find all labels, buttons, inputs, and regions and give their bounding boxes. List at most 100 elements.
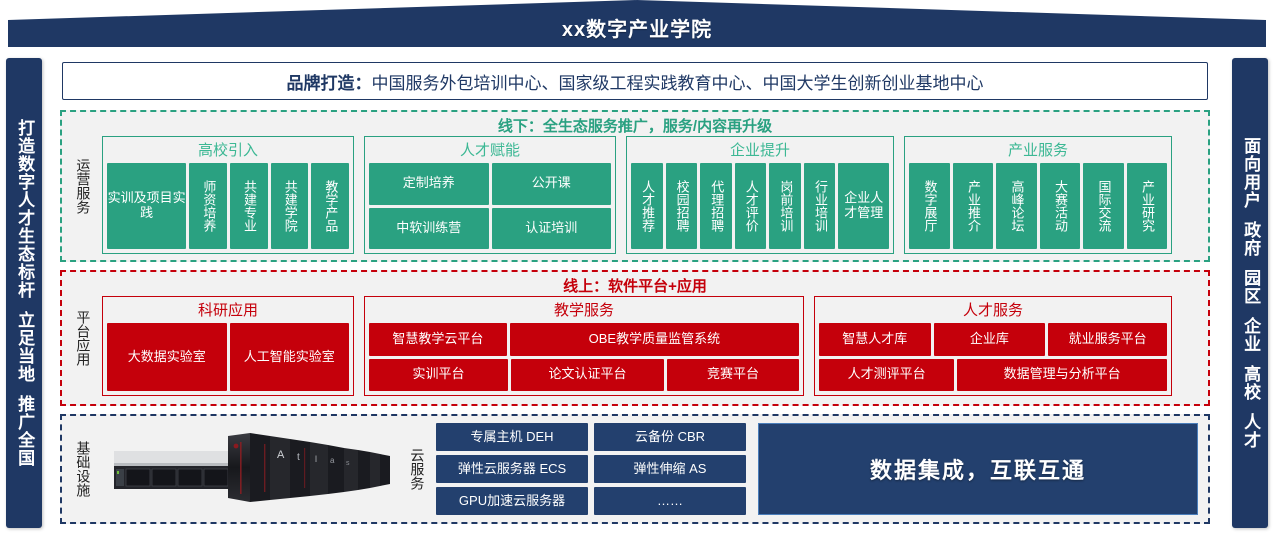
chip-qiye-rencai-guanli[interactable]: 企业人才管理 xyxy=(838,163,889,249)
svg-text:l: l xyxy=(315,454,317,464)
group-row: 定制培养 公开课 xyxy=(369,163,611,205)
group-teaching-service: 教学服务 智慧教学云平台 OBE教学质量监管系统 实训平台 论文认证平台 竞赛平… xyxy=(364,296,804,396)
chip-more[interactable]: …… xyxy=(594,487,746,515)
chip-gaofeng-luntan[interactable]: 高峰论坛 xyxy=(996,163,1037,249)
chip-gangqian-peixun[interactable]: 岗前培训 xyxy=(769,163,801,249)
group-title: 人才服务 xyxy=(962,302,1023,319)
chip-deh[interactable]: 专属主机 DEH xyxy=(436,423,588,451)
group-research-apps: 科研应用 大数据实验室 人工智能实验室 xyxy=(102,296,354,396)
group-body: 大数据实验室 人工智能实验室 xyxy=(103,323,353,395)
atlas-cabinet-icon: A t l a s xyxy=(228,433,390,502)
chip-smart-talent-pool[interactable]: 智慧人才库 xyxy=(819,323,931,356)
group-row: 智慧教学云平台 OBE教学质量监管系统 xyxy=(369,323,799,356)
svg-text:A: A xyxy=(277,449,285,461)
chip-as[interactable]: 弹性伸缩 AS xyxy=(594,455,746,483)
brand-text: 中国服务外包培训中心、国家级工程实践教育中心、中国大学生创新创业基地中心 xyxy=(371,73,984,93)
cloud-service-grid: 专属主机 DEH 弹性云服务器 ECS GPU加速云服务器 云备份 CBR 弹性… xyxy=(432,420,752,518)
group-title: 人才赋能 xyxy=(459,142,520,159)
chip-shixun-xiangmu[interactable]: 实训及项目实践 xyxy=(107,163,187,249)
chip-gongkaike[interactable]: 公开课 xyxy=(491,163,611,205)
group-body: 智慧教学云平台 OBE教学质量监管系统 实训平台 论文认证平台 竞赛平台 xyxy=(365,323,803,395)
chip-guoji-jiaoliu[interactable]: 国际交流 xyxy=(1083,163,1124,249)
group-body: 人才推荐 校园招聘 代理招聘 人才评价 岗前培训 行业培训 企业人才管理 xyxy=(627,163,893,253)
chip-cbr[interactable]: 云备份 CBR xyxy=(594,423,746,451)
online-heading: 线上：软件平台+应用 xyxy=(563,278,707,295)
offline-rail-label: 运营服务 xyxy=(70,112,96,260)
chip-gpu-server[interactable]: GPU加速云服务器 xyxy=(436,487,588,515)
group-body: 智慧人才库 企业库 就业服务平台 人才测评平台 数据管理与分析平台 xyxy=(815,323,1171,395)
chip-ai-lab[interactable]: 人工智能实验室 xyxy=(229,323,349,391)
server-images: A t l a s xyxy=(102,420,402,518)
chip-dasai-huodong[interactable]: 大赛活动 xyxy=(1039,163,1080,249)
group-row: 人才测评平台 数据管理与分析平台 xyxy=(819,358,1167,391)
chip-zhongruan-xunlianying[interactable]: 中软训练营 xyxy=(369,207,489,249)
group-talent-empowerment: 人才赋能 定制培养 公开课 中软训练营 认证培训 xyxy=(364,136,616,254)
chip-thesis-certification[interactable]: 论文认证平台 xyxy=(511,358,664,391)
chip-gongjian-zhuanye[interactable]: 共建专业 xyxy=(229,163,268,249)
chip-dingzhi-peiyang[interactable]: 定制培养 xyxy=(369,163,489,205)
left-pillar: 打造数字人才生态标杆 立足当地 推广全国 xyxy=(6,58,42,528)
data-integration-banner: 数据集成，互联互通 xyxy=(758,423,1198,515)
group-body: 实训及项目实践 师资培养 共建专业 共建学院 教学产品 xyxy=(103,163,353,253)
chip-rencai-tuijian[interactable]: 人才推荐 xyxy=(631,163,663,249)
group-title: 科研应用 xyxy=(197,302,258,319)
brand-bar: 品牌打造： 中国服务外包培训中心、国家级工程实践教育中心、中国大学生创新创业基地… xyxy=(62,62,1208,100)
group-rows: 智慧教学云平台 OBE教学质量监管系统 实训平台 论文认证平台 竞赛平台 xyxy=(369,323,799,391)
right-pillar-line-3: 企业 xyxy=(1241,317,1261,353)
cloud-service-label: 云服务 xyxy=(402,420,432,518)
group-rows: 定制培养 公开课 中软训练营 认证培训 xyxy=(369,163,611,249)
chip-smart-teaching-cloud[interactable]: 智慧教学云平台 xyxy=(369,323,507,356)
cloud-service-text: 云服务 xyxy=(409,448,426,490)
left-pillar-line-1: 立足当地 xyxy=(15,311,35,383)
chip-hangye-peixun[interactable]: 行业培训 xyxy=(803,163,836,249)
chip-talent-assessment[interactable]: 人才测评平台 xyxy=(819,358,955,391)
page-title: xx数字产业学院 xyxy=(561,19,713,41)
roof-shape xyxy=(0,0,1274,47)
chip-data-mgmt-analysis[interactable]: 数据管理与分析平台 xyxy=(957,358,1167,391)
chip-chanye-tuijie[interactable]: 产业推介 xyxy=(952,163,993,249)
cloud-column-2: 云备份 CBR 弹性伸缩 AS …… xyxy=(594,423,746,515)
offline-band: 线下：全生态服务推广，服务/内容再升级 运营服务 高校引入 实训及项目实践 师资… xyxy=(60,110,1210,262)
infra-rail-label: 基础设施 xyxy=(70,416,96,522)
group-rows: 智慧人才库 企业库 就业服务平台 人才测评平台 数据管理与分析平台 xyxy=(819,323,1168,391)
right-pillar-line-0: 面向用户 xyxy=(1241,137,1261,209)
chip-training-platform[interactable]: 实训平台 xyxy=(369,358,509,391)
chip-rencai-pingjia[interactable]: 人才评价 xyxy=(734,163,767,249)
group-body: 数字展厅 产业推介 高峰论坛 大赛活动 国际交流 产业研究 xyxy=(905,163,1171,253)
chip-bigdata-lab[interactable]: 大数据实验室 xyxy=(107,323,227,391)
chip-enterprise-pool[interactable]: 企业库 xyxy=(933,323,1046,356)
group-row: 智慧人才库 企业库 就业服务平台 xyxy=(819,323,1168,356)
chip-employment-service[interactable]: 就业服务平台 xyxy=(1048,323,1168,356)
right-pillar: 面向用户 政府 园区 企业 高校 人才 xyxy=(1232,58,1268,528)
chip-renzheng-peixun[interactable]: 认证培训 xyxy=(491,207,611,249)
rack-server-icon xyxy=(114,451,234,489)
group-talent-service: 人才服务 智慧人才库 企业库 就业服务平台 人才测评平台 数据管理与分析平台 xyxy=(814,296,1172,396)
online-band: 线上：软件平台+应用 平台应用 科研应用 大数据实验室 人工智能实验室 教学服务 xyxy=(60,270,1210,406)
chip-chanye-yanjiu[interactable]: 产业研究 xyxy=(1126,163,1167,249)
chip-gongjian-xueyuan[interactable]: 共建学院 xyxy=(270,163,309,249)
svg-text:s: s xyxy=(346,460,350,467)
chip-shizi-peiyang[interactable]: 师资培养 xyxy=(189,163,227,249)
chip-shuzi-zhanting[interactable]: 数字展厅 xyxy=(909,163,950,249)
chip-competition-platform[interactable]: 竞赛平台 xyxy=(666,358,799,391)
online-rail-text: 平台应用 xyxy=(75,310,92,366)
right-pillar-line-1: 政府 xyxy=(1241,221,1261,257)
center-column: 品牌打造： 中国服务外包培训中心、国家级工程实践教育中心、中国大学生创新创业基地… xyxy=(52,58,1228,528)
svg-text:t: t xyxy=(297,452,300,463)
brand-label: 品牌打造： xyxy=(286,73,372,93)
group-title: 产业服务 xyxy=(1007,142,1068,159)
chip-daili-zhaopin[interactable]: 代理招聘 xyxy=(700,163,732,249)
chip-obe-quality-system[interactable]: OBE教学质量监管系统 xyxy=(509,323,799,356)
chip-ecs[interactable]: 弹性云服务器 ECS xyxy=(436,455,588,483)
chip-jiaoxue-chanpin[interactable]: 教学产品 xyxy=(311,163,349,249)
chip-xiaoyuan-zhaopin[interactable]: 校园招聘 xyxy=(665,163,698,249)
left-pillar-line-0: 打造数字人才生态标杆 xyxy=(15,119,35,299)
group-title: 高校引入 xyxy=(197,142,258,159)
group-enterprise-upgrade: 企业提升 人才推荐 校园招聘 代理招聘 人才评价 岗前培训 行业培训 企业人才管… xyxy=(626,136,894,254)
group-university-intro: 高校引入 实训及项目实践 师资培养 共建专业 共建学院 教学产品 xyxy=(102,136,354,254)
infra-content: A t l a s 云服务 专属主机 DEH 弹性云服务器 ECS xyxy=(102,420,1202,518)
right-pillar-line-2: 园区 xyxy=(1241,269,1261,305)
group-row: 中软训练营 认证培训 xyxy=(369,207,611,249)
offline-rail-text: 运营服务 xyxy=(75,158,92,214)
